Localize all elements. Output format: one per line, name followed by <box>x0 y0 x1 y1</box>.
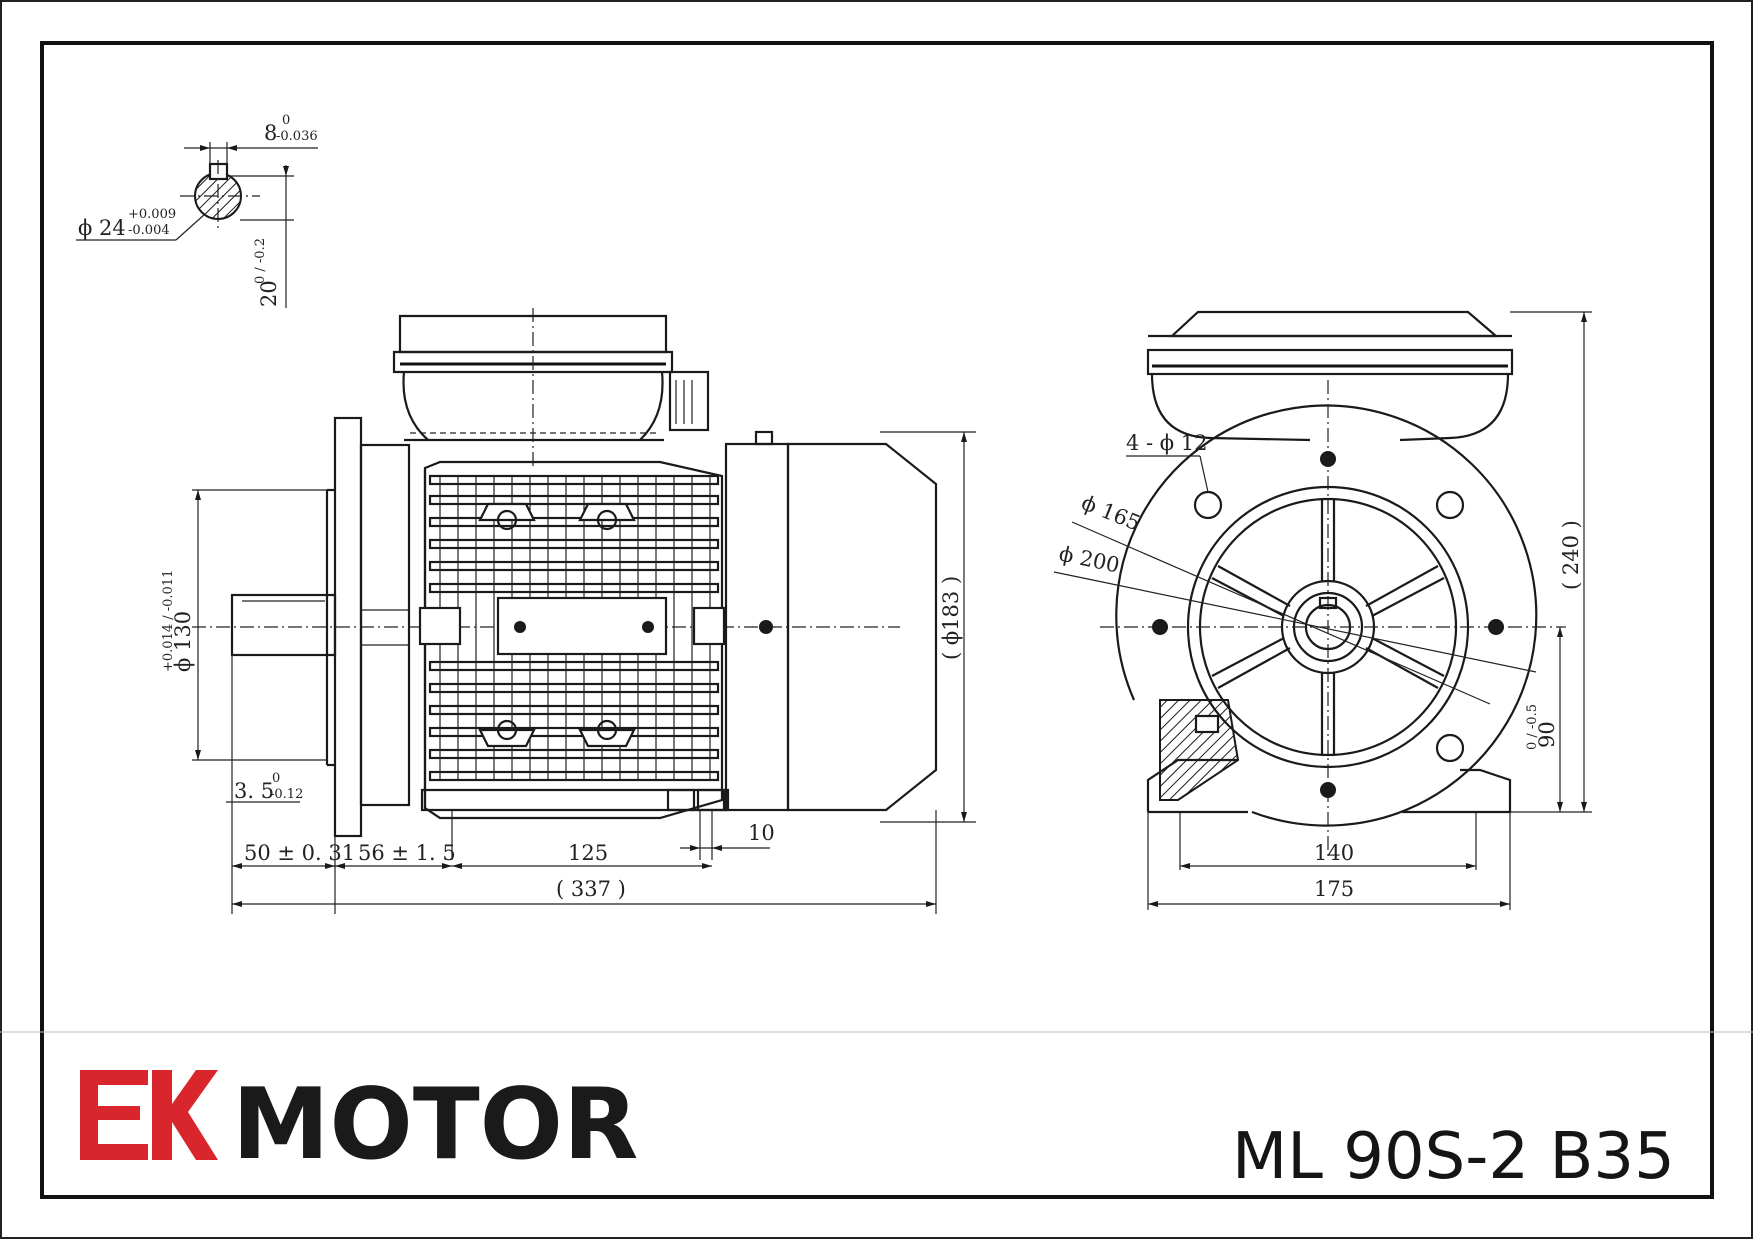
bolt-hole-tl <box>1193 490 1223 520</box>
shaft-dia-label: ϕ 24 <box>78 216 126 240</box>
cooling-fin <box>428 538 720 550</box>
foot-spacing-label: 140 <box>1314 841 1354 865</box>
shaft-dia-tol-lower: -0.004 <box>128 223 170 238</box>
cooling-fin <box>428 474 720 486</box>
mounting-feet <box>420 788 730 812</box>
shaft-height-tol: 0 / -0.5 <box>1525 704 1540 750</box>
shaft-section-detail: 8 0 -0.036 ϕ 24 +0.009 -0.004 20 0 / -0.… <box>76 113 318 308</box>
b-dim-label: 125 <box>568 841 608 865</box>
shaft-height-label: 90 <box>1535 721 1559 748</box>
shaft-dia-tol-upper: +0.009 <box>128 207 176 222</box>
cooling-fin <box>428 582 720 594</box>
bolt-hole-tr <box>1435 490 1465 520</box>
cooling-fin <box>428 748 720 760</box>
fan-dia-label: ( ϕ183 ) <box>939 576 963 660</box>
shaft <box>230 593 337 657</box>
bolt-hole-br <box>1435 733 1465 763</box>
drawing-frame <box>40 41 1714 1199</box>
flange-thick-tol-upper: 0 <box>272 771 280 786</box>
pcd-outer-label: ϕ 200 <box>1057 541 1122 577</box>
cooling-fin <box>428 682 720 694</box>
spigot-label: ϕ 130 <box>171 611 195 672</box>
logo-mark <box>80 1070 148 1160</box>
cooling-fin <box>428 704 720 716</box>
height-total-label: ( 240 ) <box>1559 520 1583 590</box>
terminal-box <box>392 308 710 470</box>
key-width-tol-upper: 0 <box>282 113 290 128</box>
key-height-tol: 0 / -0.2 <box>253 238 268 284</box>
key-height-label: 20 <box>257 280 281 307</box>
stator-body <box>418 460 726 820</box>
logo: MOTOR <box>80 1068 638 1182</box>
model-number: ML 90S-2 B35 <box>1232 1120 1675 1194</box>
total-len-label: ( 337 ) <box>556 877 626 901</box>
spigot-tol: +0.014 / -0.011 <box>161 570 176 672</box>
front-view: ( 240 ) 90 0 / -0.5 140 175 4 - ϕ 12 ϕ 1… <box>1053 310 1592 910</box>
cable-gland <box>668 370 710 432</box>
cooling-fin <box>428 660 720 672</box>
flange-thick-label: 3. 5 <box>234 779 274 803</box>
brand-name: MOTOR <box>232 1068 638 1182</box>
side-view: ϕ 130 +0.014 / -0.011 3. 5 0 -0.12 50 ± … <box>161 308 976 914</box>
foot-len-label: 10 <box>748 821 775 845</box>
cooling-fin <box>428 560 720 572</box>
foot-width-label: 175 <box>1314 877 1354 901</box>
nameplate <box>496 596 668 656</box>
key-width-tol-lower: -0.036 <box>276 129 318 144</box>
shaft-len-label: 50 ± 0. 31 <box>244 841 355 865</box>
cooling-fin <box>428 726 720 738</box>
c-dim-label: 56 ± 1. 5 <box>358 841 456 865</box>
cooling-fin <box>428 516 720 528</box>
cooling-fin <box>428 770 720 782</box>
fan-cover <box>724 430 938 812</box>
cooling-fin <box>428 494 720 506</box>
bolts-label: 4 - ϕ 12 <box>1126 431 1208 455</box>
flange-thick-tol-lower: -0.12 <box>270 787 303 802</box>
key-width-label: 8 <box>264 121 277 145</box>
